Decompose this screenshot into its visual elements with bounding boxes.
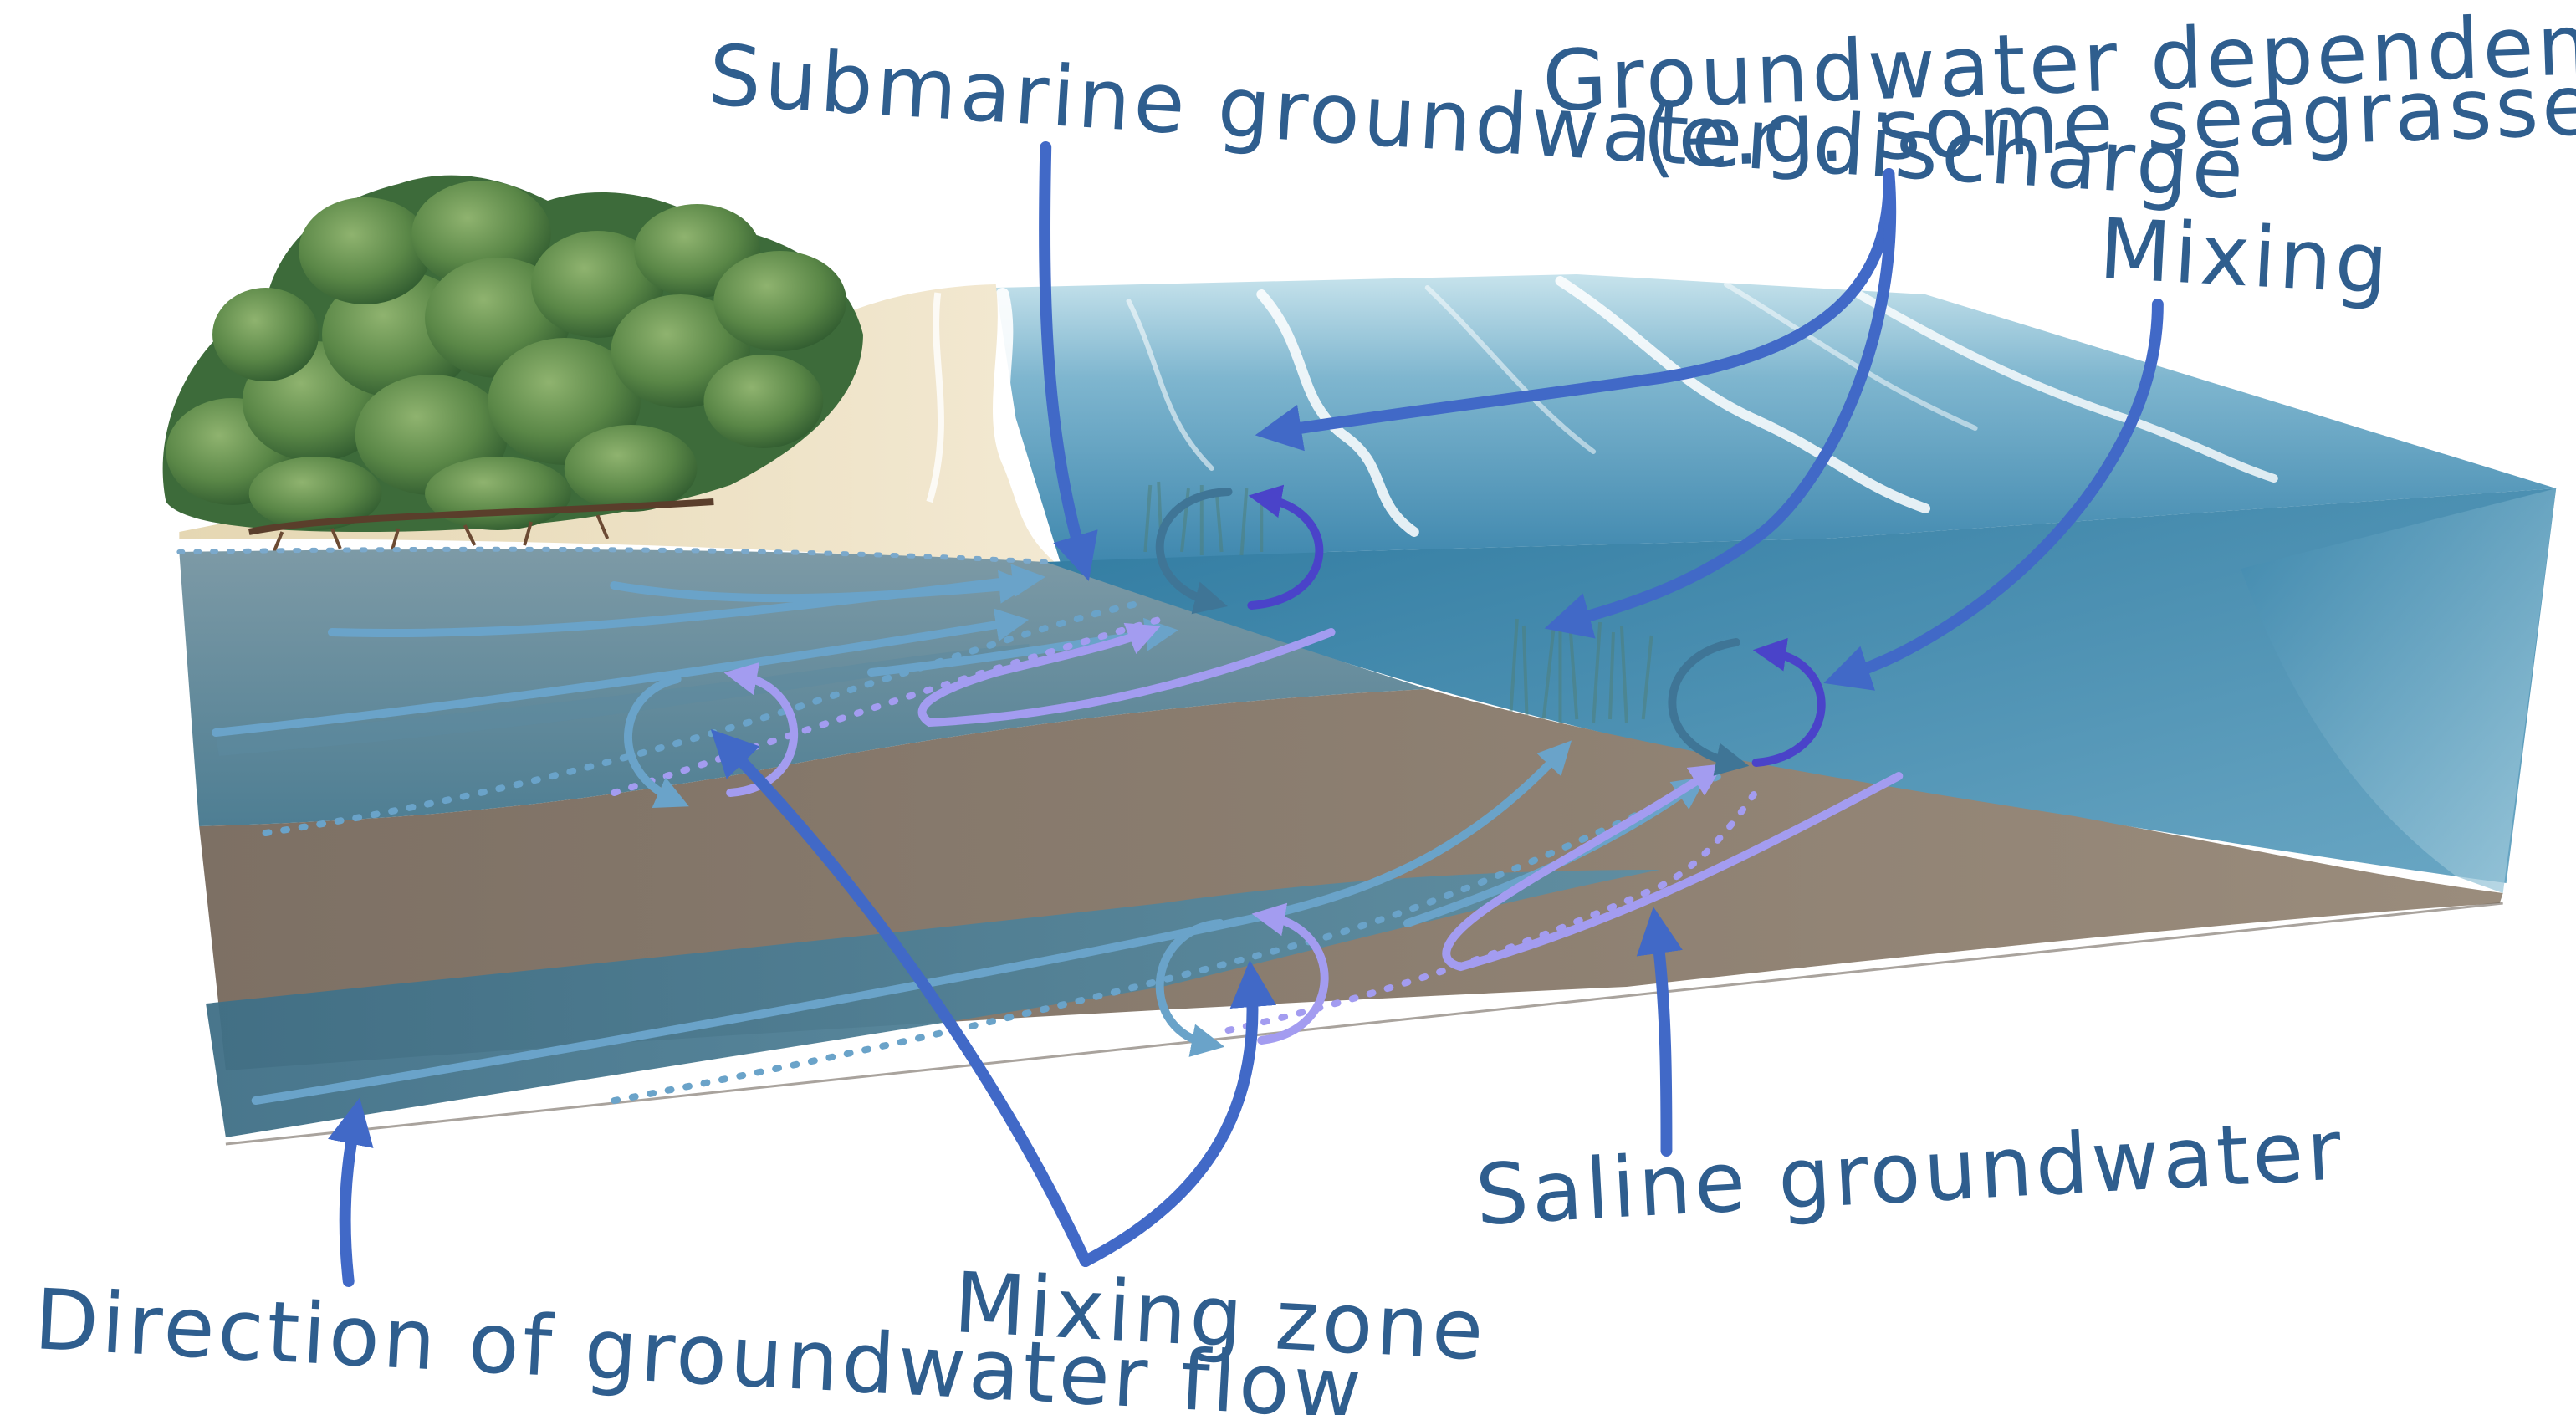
seagrass (1143, 481, 1653, 723)
saline-flow-dotted (611, 616, 1763, 1034)
wet-sand-line (926, 292, 944, 503)
aquifer-streak (215, 644, 1030, 756)
sea-water-front (1045, 488, 2557, 883)
upper-aquifer (179, 549, 1428, 826)
mangrove-tree-canopy-icon (162, 175, 863, 553)
label-mixing: Mixing (2097, 202, 2394, 314)
water-table-line (176, 546, 1049, 564)
label-pointers (328, 141, 2164, 1287)
sea-water-side (2241, 488, 2557, 893)
fresh-flow-dotted (262, 599, 1730, 1104)
label-saline-groundwater: Saline groundwater (1473, 1102, 2346, 1244)
saline-groundwater-flow (917, 622, 1904, 972)
block-bottom-edge (225, 902, 2503, 1146)
